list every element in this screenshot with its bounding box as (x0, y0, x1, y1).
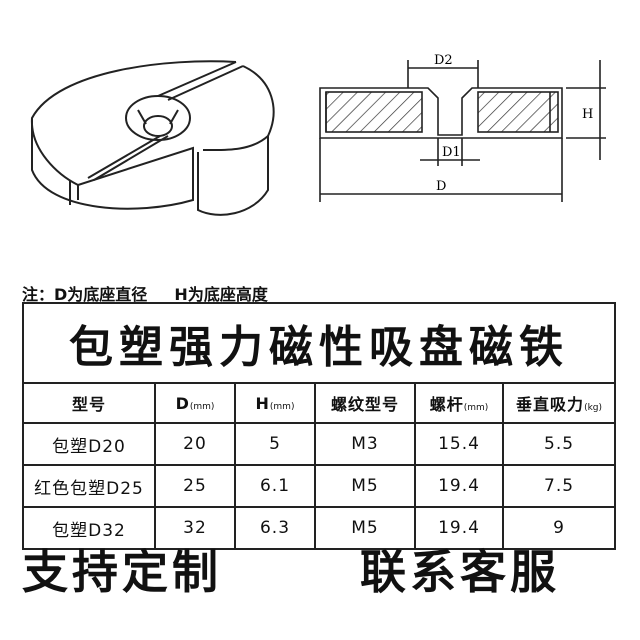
table-cell: 7.5 (501, 464, 617, 508)
header-label: D (175, 393, 190, 413)
dim-label-d1: D1 (442, 145, 461, 160)
table-title: 包塑强力磁性吸盘磁铁 (21, 302, 617, 384)
dim-label-h: H (582, 107, 593, 122)
table-cell: 20 (154, 422, 236, 466)
disc-left-half (31, 60, 237, 210)
table-header-cell: 螺杆(mm) (414, 382, 504, 424)
table-header-cell: 垂直吸力(kg) (501, 382, 617, 424)
footer-contact-service-text: 联系客服 (360, 545, 560, 599)
header-label: 垂直吸力 (516, 395, 585, 414)
countersink-hole (125, 95, 191, 141)
table-header-cell: H(mm) (234, 382, 316, 424)
table-cell: 5 (234, 422, 316, 466)
table-cell: 红色包塑D25 (22, 464, 156, 508)
header-unit: (kg) (584, 403, 603, 413)
table-cell: 包塑D20 (22, 422, 156, 466)
table-cell: 6.1 (234, 464, 316, 508)
table-cell: M5 (314, 506, 416, 550)
dimension-note: 注：D为底座直径 H为底座高度 (22, 285, 268, 304)
disc-split-line (157, 61, 244, 101)
table-cell: 15.4 (414, 422, 504, 466)
cross-section-drawing: D2 D1 D H (319, 53, 606, 202)
header-unit: (mm) (269, 401, 295, 412)
header-unit: (mm) (189, 401, 215, 412)
table-cell: M3 (314, 422, 416, 466)
header-label: 螺纹型号 (330, 395, 399, 414)
disc-left-top-edge (30, 117, 79, 186)
center-hole (143, 115, 173, 137)
header-label: 型号 (71, 395, 106, 414)
table-cell: 19.4 (414, 464, 504, 508)
disc-right-top-edge (202, 135, 269, 152)
isometric-disc-drawing (30, 60, 275, 216)
dim-label-d: D (436, 179, 446, 194)
header-unit: (mm) (463, 403, 489, 413)
table-header-cell: 螺纹型号 (314, 382, 416, 424)
table-cell: 32 (154, 506, 236, 550)
table-cell: 25 (154, 464, 236, 508)
table-header-cell: 型号 (22, 382, 156, 424)
footer-customization-text: 支持定制 (22, 545, 222, 599)
table-header-cell: D(mm) (154, 382, 236, 424)
header-label: H (255, 393, 270, 413)
table-cell: 6.3 (234, 506, 316, 550)
table-cell: 5.5 (501, 422, 617, 466)
dim-label-d2: D2 (434, 53, 453, 68)
table-cell: 19.4 (414, 506, 504, 550)
header-label: 螺杆 (429, 395, 464, 414)
disc-right-half (197, 65, 275, 216)
body-outline (319, 87, 563, 139)
table-cell: M5 (314, 464, 416, 508)
table-cell: 包塑D32 (22, 506, 156, 550)
table-cell: 9 (501, 506, 617, 550)
